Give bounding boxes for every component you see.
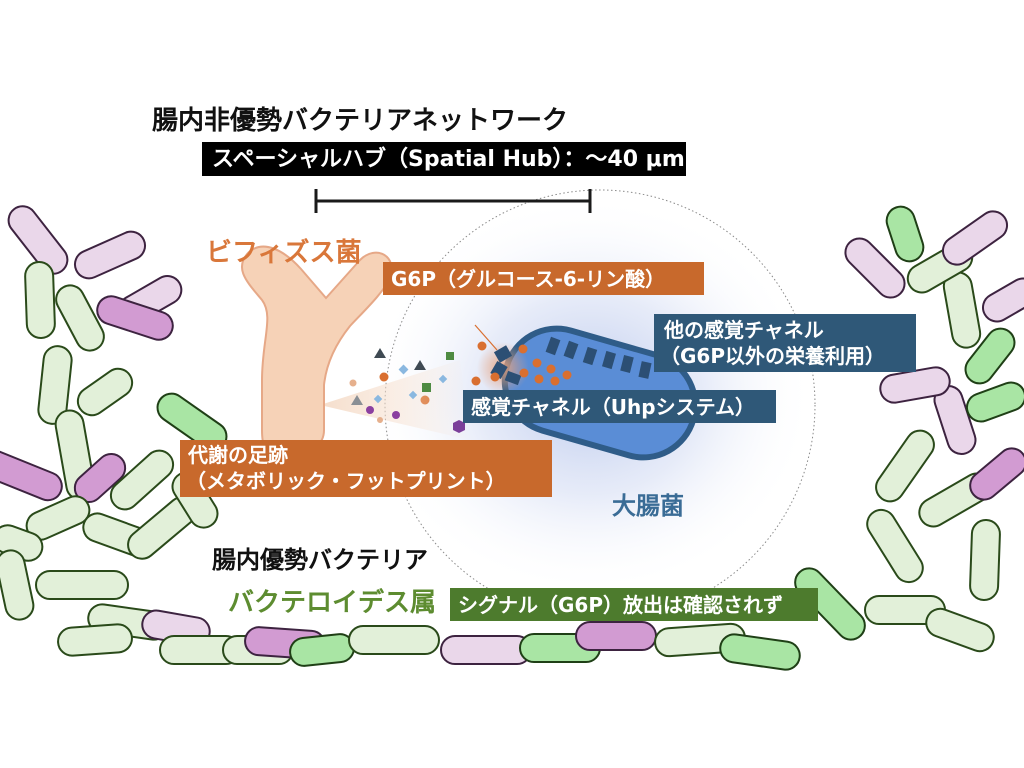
g6p-leader-line — [474, 324, 498, 351]
bifido-label: ビフィズス菌 — [206, 238, 362, 268]
receptor-icon — [545, 336, 561, 356]
g6p-dot — [519, 368, 529, 378]
g6p-dot — [518, 344, 528, 354]
g6p-dot — [490, 372, 500, 382]
spatial-hub-circle — [384, 189, 816, 621]
ecoli-label: 大腸菌 — [612, 492, 684, 520]
bacterium-rod — [7, 205, 69, 275]
bacterium-rod — [24, 261, 56, 339]
bacterium-rod — [844, 237, 906, 299]
scale-bar — [314, 189, 592, 213]
other-channel-line2: （G6P以外の栄養利用） — [660, 344, 885, 368]
g6p-dot — [471, 376, 481, 386]
scale-label-box — [202, 142, 686, 176]
signal-label: シグナル（G6P）放出は確認されず — [458, 593, 783, 617]
other-channel-line1: 他の感覚チャネル — [664, 318, 824, 342]
other-sensory-channels — [545, 336, 652, 379]
bacterium-rod — [0, 448, 63, 502]
bacterium-rod — [109, 449, 175, 511]
bacterium-rod — [575, 621, 657, 651]
receptor-icon — [620, 355, 634, 373]
background-bacteria — [0, 205, 1024, 671]
g6p-dot — [546, 364, 556, 374]
network-title: 腸内非優勢バクテリアネットワーク — [152, 106, 569, 136]
metabolite-shape — [377, 417, 383, 423]
bacterium-rod — [55, 284, 105, 352]
g6p-label: G6P（グルコース-6-リン酸） — [391, 267, 666, 291]
g6p-dot — [532, 358, 542, 368]
g6p-dot — [534, 374, 544, 384]
uhp-label: 感覚チャネル（Uhpシステム） — [471, 395, 755, 419]
g6p-dot — [562, 370, 572, 380]
other-channel-box — [654, 314, 916, 372]
bacterium-rod — [348, 625, 440, 655]
bacterium-rod — [866, 508, 924, 584]
bacterium-rod — [0, 549, 35, 621]
bacterium-rod — [37, 345, 73, 425]
metabolite-shape — [446, 352, 454, 360]
receptor-icon — [601, 350, 617, 370]
scale-label: スペーシャルハブ（Spatial Hub）：～40 μm — [212, 147, 685, 172]
signal-label-box — [450, 588, 818, 621]
bacterium-rod — [35, 570, 129, 600]
bifidobacterium-cell — [240, 245, 393, 453]
metabolite-shape — [414, 360, 426, 370]
bacterium-rod — [76, 367, 134, 417]
metabolite-shape — [374, 348, 386, 358]
bacterium-rod — [96, 295, 174, 341]
footprint-box — [180, 440, 552, 497]
bacterium-rod — [942, 271, 982, 349]
bacterium-rod — [969, 519, 1001, 601]
bacterium-rod — [885, 205, 925, 263]
metabolite-shape — [373, 394, 383, 404]
bacterium-rod — [964, 327, 1016, 385]
metabolite-shape — [349, 379, 357, 387]
metabolite-shape — [398, 364, 409, 375]
receptor-icon — [638, 361, 652, 379]
g6p-dot — [477, 341, 487, 351]
metabolite-shape — [366, 406, 374, 414]
g6p-dot — [550, 376, 560, 386]
bacterium-rod — [969, 447, 1024, 501]
metabolite-shape — [408, 390, 418, 400]
uhp-label-box — [463, 390, 776, 423]
metabolite-shape — [392, 411, 400, 419]
receptor-icon — [563, 340, 579, 360]
metabolites — [349, 348, 465, 433]
metabolite-shape — [438, 374, 448, 384]
bacterium-rod — [73, 230, 147, 280]
bacterium-rod — [875, 429, 935, 503]
bacterium-rod — [794, 567, 866, 641]
receptor-icon — [582, 346, 598, 366]
bacterium-rod — [941, 210, 1009, 266]
bacterium-rod — [57, 623, 133, 657]
footprint-line1: 代謝の足跡 — [188, 443, 288, 467]
bacterium-rod — [440, 635, 532, 665]
dominant-title: 腸内優勢バクテリア — [212, 546, 428, 574]
footprint-cone — [320, 360, 470, 440]
bacterium-rod — [965, 381, 1024, 423]
metabolite-shape — [453, 420, 465, 433]
bacterium-rod — [289, 633, 355, 667]
bacteroides-label: バクテロイデス属 — [228, 588, 437, 618]
bacterium-rod — [925, 607, 995, 653]
g6p-label-box — [383, 262, 704, 295]
g6p-dot — [379, 372, 389, 382]
metabolite-shape — [351, 395, 363, 405]
footprint-line2: （メタボリック・フットプリント） — [186, 469, 506, 493]
bacterium-rod — [719, 633, 801, 671]
bacterium-rod — [982, 277, 1024, 323]
metabolite-shape — [422, 383, 431, 392]
